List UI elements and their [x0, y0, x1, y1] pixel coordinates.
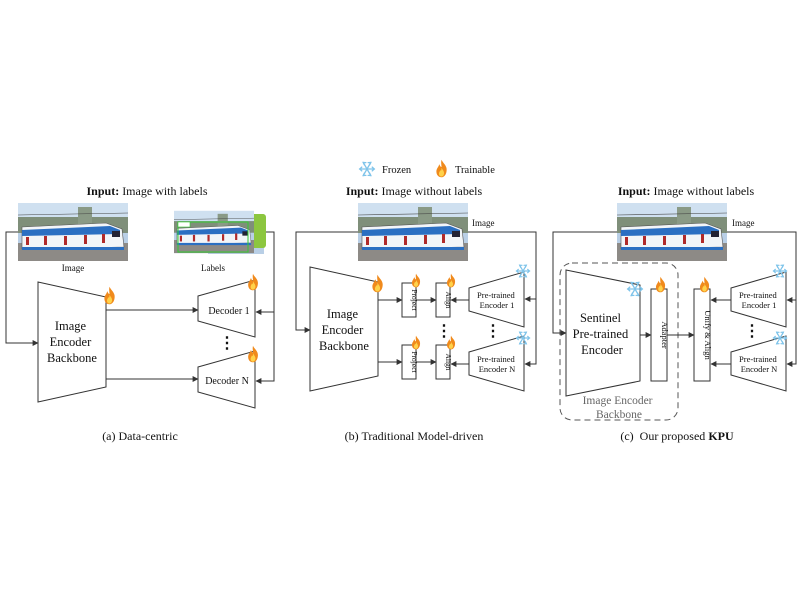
image-encoder-backbone-a [37, 281, 107, 403]
panel-a-image-label: Image [62, 263, 85, 273]
pretrained-encoder-n-c [730, 335, 787, 392]
encoder-label-a: Image Encoder Backbone [47, 319, 97, 365]
snowflake-icon [358, 161, 376, 177]
panel-a-caption: (a) Data-centric [102, 429, 178, 443]
bounding-box [177, 221, 249, 253]
backbone-group-label: Image Encoder Backbone [583, 395, 656, 421]
panel-b-input-title: Input: Image without labels [346, 184, 483, 198]
decoder-n-label: Decoder N [205, 376, 249, 387]
pretrained-encoder-1-label-c: Pre-trained Encoder 1 [739, 290, 779, 310]
align-ellipsis: ⋮ [436, 323, 452, 340]
legend-trainable-label: Trainable [455, 165, 495, 176]
decoder-1-label: Decoder 1 [208, 306, 249, 317]
panel-c-image-label: Image [732, 218, 755, 228]
arrow-image-to-pretrained-1-c [727, 231, 797, 303]
panel-c-caption: (c) Our proposed KPU [620, 429, 734, 443]
panel-a-data-centric: Input: Image with labels Image Labels Im… [5, 184, 275, 443]
project-label-1: Project [410, 289, 419, 311]
pretrained-encoder-n-label-b: Pre-trained Encoder N [477, 354, 517, 374]
flame-icon [655, 276, 666, 293]
project-label-n: Project [410, 351, 419, 373]
image-encoder-backbone-group [559, 262, 679, 421]
pretrained-encoder-1-label-b: Pre-trained Encoder 1 [477, 290, 517, 310]
flame-icon [411, 335, 421, 350]
align-label-n: Align [444, 353, 453, 370]
arrow-image-to-encoder-b [295, 231, 358, 333]
arrow-labels-to-decoder-1 [255, 231, 275, 315]
legend-frozen-label: Frozen [382, 165, 412, 176]
pretrained-encoder-n-b [468, 335, 525, 392]
panel-a-labels-label: Labels [201, 263, 225, 273]
bounding-box-tag [177, 221, 191, 228]
unify-align-label: Unify & Align [703, 310, 713, 360]
image-encoder-backbone-b [309, 266, 379, 392]
flame-icon [411, 273, 421, 288]
segmentation-mask [250, 214, 266, 248]
arrow-image-to-encoder [5, 231, 39, 346]
pretrained-encoder-1-b [468, 271, 525, 328]
arrow-image-to-pretrained-n-c [786, 300, 797, 367]
labelled-tram-photo [174, 210, 254, 254]
tram-photo [617, 203, 727, 261]
pretrained-encoder-n-label-c: Pre-trained Encoder N [739, 354, 779, 374]
panel-b-image-label: Image [472, 218, 495, 228]
legend: Frozen Trainable [358, 159, 495, 178]
decoder-n [197, 350, 256, 409]
pretrained-encoder-1-c [730, 271, 787, 328]
sentinel-pretrained-encoder [565, 269, 641, 397]
flame-icon [372, 274, 383, 293]
flame-icon [248, 345, 258, 363]
panel-b-caption: (b) Traditional Model-driven [345, 429, 484, 443]
pretrained-ellipsis-c: ⋮ [744, 323, 760, 340]
tram-photo [358, 203, 468, 261]
arrow-image-to-pretrained-1 [468, 231, 537, 302]
pretrained-ellipsis-b: ⋮ [485, 323, 501, 340]
panel-c-input-title: Input: Image without labels [618, 184, 755, 198]
flame-icon [436, 159, 447, 178]
encoder-label-b: Image Encoder Backbone [319, 307, 369, 353]
panel-a-input-title: Input: Image with labels [87, 184, 208, 198]
flame-icon [104, 286, 115, 305]
panel-b-traditional-model-driven: Input: Image without labels Image Image … [295, 184, 537, 443]
tram-photo [18, 203, 128, 261]
flame-icon [446, 273, 456, 288]
flame-icon [248, 273, 258, 291]
flame-icon [699, 276, 710, 293]
adapter-label: Adapter [660, 321, 670, 349]
decoder-ellipsis: ⋮ [219, 335, 235, 352]
arrow-labels-to-decoder-n [255, 312, 275, 384]
align-label-1: Align [444, 291, 453, 308]
panel-c-kpu: Input: Image without labels Image Image … [552, 184, 797, 443]
arrow-image-to-sentinel [552, 231, 617, 336]
sentinel-encoder-label: Sentinel Pre-trained Encoder [573, 311, 632, 357]
arrow-image-to-pretrained-n [524, 299, 537, 367]
